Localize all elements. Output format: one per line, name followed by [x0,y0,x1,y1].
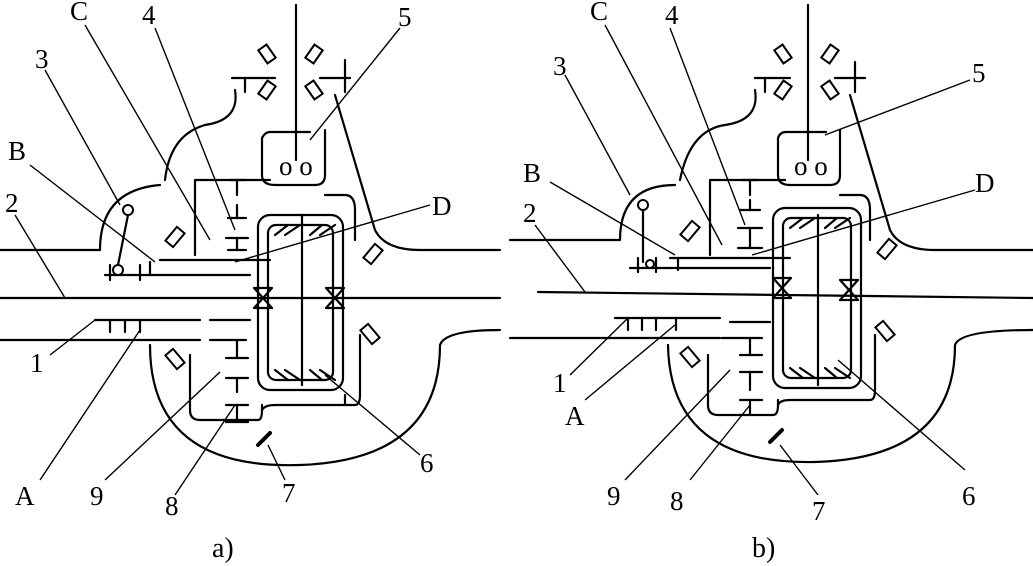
inner-housing-right [323,193,357,242]
housing-left-top [508,183,677,242]
leader-lines [534,24,976,496]
lever-pivot-top [122,204,134,216]
housing-upper-left [678,88,757,182]
shift-lever [116,213,130,267]
label-b: B [523,158,541,188]
drain-plug [768,428,784,444]
svg-text:o o: o o [279,151,313,181]
lever-pivot-bottom [112,264,124,276]
label-4: 4 [142,0,156,30]
label-7: 7 [812,496,826,526]
label-9: 9 [607,481,621,511]
label-8: 8 [670,486,684,516]
label-5: 5 [398,2,412,32]
bevel-teeth-top [273,223,337,237]
label-d: D [432,191,452,221]
lower-bowl [666,328,1033,464]
lower-bowl [148,328,502,467]
label-b: B [8,136,26,166]
main-shaft [536,290,1033,300]
gear-stack-upper [736,178,764,250]
inner-housing-left [708,178,787,257]
lever-pivot-top [637,199,649,211]
panel-b: o o [508,0,1033,564]
impeller-blades [256,43,325,101]
label-2: 2 [523,198,537,228]
drain-plug [256,431,272,447]
valve-right [324,286,346,310]
caption-b: b) [752,533,775,564]
bevel-teeth-bottom [273,368,337,382]
impeller-blades [772,43,841,101]
svg-text:o o: o o [794,151,828,181]
bevel-teeth-bottom [788,366,852,380]
label-6: 6 [420,448,434,478]
panel-a: o o [0,0,502,564]
label-c: C [590,0,608,26]
leader-lines [14,24,431,496]
gear-stack-lower [720,336,764,417]
valve-right [838,278,860,302]
lower-inner-housing [706,353,780,417]
label-7: 7 [282,478,296,508]
label-a: A [15,481,35,511]
label-3: 3 [553,51,567,81]
caption-a: a) [212,533,234,564]
valve-left [771,276,793,300]
label-1: 1 [553,368,567,398]
housing-left-top [0,183,162,252]
label-c: C [70,0,88,26]
lower-inner-housing [188,353,264,422]
gear-stack-lower [208,338,250,424]
inner-housing-right [838,193,872,242]
label-9: 9 [90,481,104,511]
housing-upper-right [848,93,1033,252]
lever-pivot-bottom [645,259,655,269]
label-8: 8 [165,491,179,521]
bevel-teeth-top [788,216,852,230]
label-d: D [975,168,995,198]
gear-stack-upper [224,178,250,252]
label-4: 4 [665,0,679,30]
label-2: 2 [5,188,19,218]
label-3: 3 [35,44,49,74]
label-1: 1 [30,348,44,378]
label-a: A [565,401,585,431]
housing-upper-right [333,93,502,252]
label-5: 5 [972,58,986,88]
housing-upper-left [163,88,237,182]
label-6: 6 [962,481,976,511]
valve-left [252,286,274,310]
